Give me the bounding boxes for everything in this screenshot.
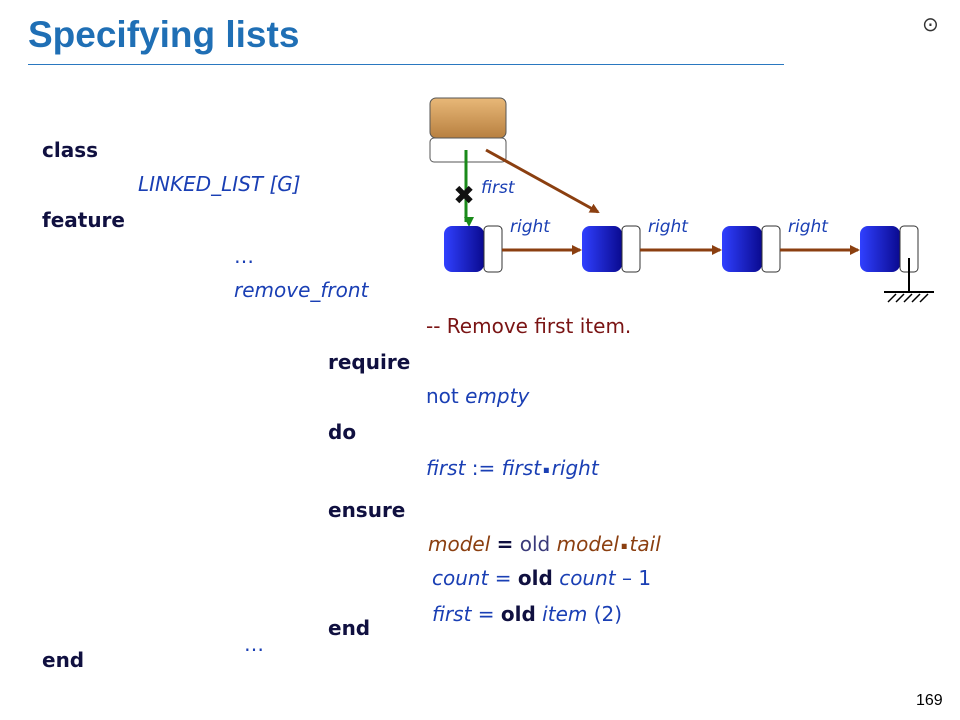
label-first: first (481, 178, 516, 198)
keyword-do: do (328, 420, 357, 444)
page-title: Specifying lists (28, 14, 300, 55)
removed-cross-icon: ✖ (453, 181, 475, 211)
page-number: 169 (916, 692, 943, 709)
post1-old: old (519, 532, 551, 556)
post1-field: tail (629, 532, 661, 556)
precondition-not: not (426, 384, 459, 408)
body-instruction: first := first.right (426, 450, 599, 481)
body-lhs: first (426, 456, 466, 480)
void-ground-icon (884, 258, 934, 303)
post1-target: model (556, 532, 619, 556)
body-assign: := (471, 456, 496, 480)
post1-dot: . (618, 523, 630, 556)
post2-old: old (517, 566, 553, 590)
keyword-ensure: ensure (328, 498, 406, 522)
keyword-feature: feature (42, 208, 125, 232)
label-right-1: right (510, 217, 551, 237)
feature-comment: -- Remove first item. (426, 314, 632, 338)
precondition-expr: empty (465, 384, 530, 408)
post2-expr: count (559, 566, 616, 590)
class-name: LINKED_LIST [G] (138, 172, 301, 196)
list-header (429, 97, 507, 163)
precondition: not empty (426, 384, 529, 408)
feature-name: remove_front (234, 278, 369, 302)
keyword-class: class (42, 138, 99, 162)
post1-eq: = (496, 532, 514, 556)
post1-lhs: model (428, 532, 491, 556)
post2-num: 1 (638, 566, 652, 590)
post3-expr: item (542, 602, 588, 626)
keyword-end-class: end (42, 648, 85, 672)
title-underline (28, 64, 784, 65)
keyword-require: require (328, 350, 411, 374)
post3-arg: (2) (593, 602, 623, 626)
keyword-end-feature: end (328, 616, 371, 640)
postcondition-model: model = old model.tail (428, 526, 661, 557)
post2-minus: – (622, 566, 632, 590)
list-node-3 (722, 225, 781, 273)
new-first-link (485, 148, 600, 214)
list-node-2 (582, 225, 641, 273)
body-dot: . (541, 447, 552, 480)
postcondition-first: first = old item (2) (432, 602, 622, 626)
label-right-2: right (648, 217, 689, 237)
body-target: first (501, 456, 542, 480)
list-node-4 (860, 225, 919, 273)
ellipsis-bottom: … (244, 632, 264, 656)
post3-eq: = (477, 602, 495, 626)
post3-old: old (500, 602, 536, 626)
label-right-3: right (788, 217, 829, 237)
ellipsis-top: … (234, 244, 254, 268)
post2-eq: = (494, 566, 512, 590)
logo-icon: ⊙ (922, 12, 939, 36)
post3-lhs: first (432, 602, 472, 626)
postcondition-count: count = old count – 1 (432, 566, 651, 590)
list-node-1 (444, 225, 503, 273)
body-field: right (551, 456, 599, 480)
post2-lhs: count (432, 566, 489, 590)
